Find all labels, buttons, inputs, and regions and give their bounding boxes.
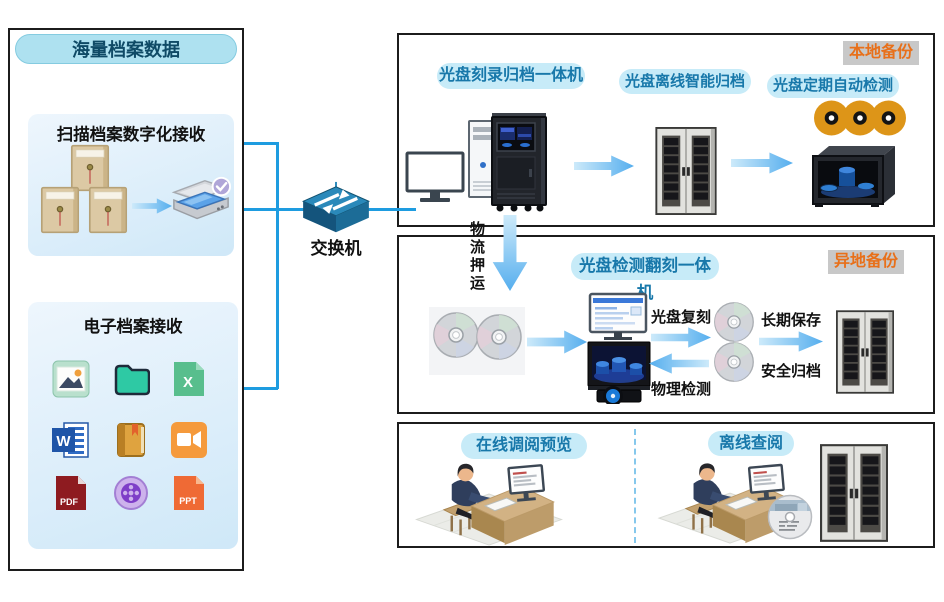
image-file-icon — [52, 360, 90, 398]
longterm-label-text: 长期保存 — [761, 312, 822, 329]
cd-icon — [713, 341, 755, 383]
switch-label: 交换机 — [296, 234, 376, 259]
archive-folder-icon — [70, 144, 110, 192]
switch-label-text: 交换机 — [310, 239, 362, 258]
ppt-file-icon: PPT — [174, 476, 204, 510]
archive-folder-icon — [88, 186, 128, 234]
flow-arrow-icon — [651, 327, 711, 348]
local-backup-badge: 本地备份 — [843, 41, 919, 65]
flow-arrow-icon — [574, 155, 634, 177]
archive-folder-icon — [40, 186, 80, 234]
smart-archive-title-text: 光盘离线智能归档 — [624, 73, 745, 90]
online-access-title: 在线调阅预览 — [461, 433, 587, 459]
panel-header: 海量档案数据 — [15, 34, 237, 64]
detect-rewrite-machine-icon — [587, 292, 651, 404]
disc-cabinet-icon — [820, 442, 888, 544]
online-access-title-text: 在线调阅预览 — [475, 437, 572, 454]
secure-archive-label-text: 安全归档 — [761, 363, 822, 380]
mass-archive-panel: 海量档案数据 扫描档案数字化接收 电子档案接收 — [8, 28, 244, 571]
smart-archive-title: 光盘离线智能归档 — [619, 69, 751, 94]
cd-icon — [475, 313, 523, 361]
electronic-section: 电子档案接收 X W — [28, 302, 238, 549]
disc-detector-machine-icon — [812, 146, 895, 207]
printed-cd-icon — [767, 494, 813, 540]
network-switch-icon — [301, 181, 371, 233]
local-backup-badge-text: 本地备份 — [848, 44, 913, 61]
flow-arrow-icon — [527, 330, 587, 354]
panel-divider — [634, 429, 636, 543]
auto-detect-title-text: 光盘定期自动检测 — [772, 77, 893, 94]
desktop-computer-icon — [405, 120, 498, 202]
physical-check-label: 物理检测 — [649, 378, 713, 399]
video-file-icon — [171, 422, 207, 458]
notebook-icon — [117, 423, 145, 457]
word-file-icon: W — [52, 422, 89, 458]
panel-header-label: 海量档案数据 — [72, 40, 180, 60]
disc-burner-machine-icon — [491, 113, 547, 212]
connector-stub-top — [244, 142, 278, 145]
return-arrow-icon — [649, 353, 709, 374]
scan-flow-arrow-icon — [132, 198, 172, 214]
physical-check-label-text: 物理检测 — [650, 381, 711, 398]
burner-title: 光盘刻录归档一体机 — [437, 63, 585, 89]
flow-arrow-icon — [759, 331, 823, 352]
burner-title-text: 光盘刻录归档一体机 — [438, 67, 583, 84]
transport-label: 物流押运 — [468, 221, 485, 293]
secure-archive-label: 安全归档 — [761, 360, 821, 381]
offline-access-title: 离线查阅 — [708, 431, 794, 456]
offline-access-title-text: 离线查阅 — [718, 435, 783, 452]
cd-icon — [713, 301, 755, 343]
auto-detect-title: 光盘定期自动检测 — [767, 74, 899, 98]
connector-vertical — [276, 142, 279, 389]
electronic-section-title: 电子档案接收 — [83, 318, 183, 336]
longterm-label: 长期保存 — [761, 309, 821, 330]
local-backup-panel: 本地备份 光盘刻录归档一体机 光盘离线智能归档 光盘定期自动检测 — [397, 33, 935, 227]
pdf-file-icon: PDF — [56, 476, 86, 510]
connector-stub-bottom — [244, 387, 278, 390]
offsite-backup-badge-text: 异地备份 — [833, 253, 898, 270]
disc-reels-icon — [814, 100, 906, 136]
detect-rewrite-title: 光盘检测翻刻一体机 — [571, 253, 719, 302]
offsite-backup-badge: 异地备份 — [828, 250, 904, 274]
word-label: W — [56, 433, 71, 450]
ppt-label: PPT — [179, 496, 197, 506]
folder-icon — [114, 364, 150, 396]
cd-icon — [432, 311, 480, 359]
scan-section: 扫描档案数字化接收 — [28, 114, 234, 256]
pdf-label: PDF — [60, 497, 79, 507]
media-player-icon — [114, 476, 148, 510]
online-user-workstation-icon — [413, 449, 565, 547]
excel-file-icon: X — [174, 362, 204, 396]
access-panel: 在线调阅预览 离线查阅 — [397, 422, 935, 548]
offsite-backup-panel: 异地备份 光盘检测翻刻一体机 — [397, 235, 935, 414]
scan-section-title: 扫描档案数字化接收 — [56, 126, 206, 144]
disc-cabinet-icon — [654, 127, 718, 215]
disc-cabinet-icon — [836, 300, 894, 404]
duplicate-label-text: 光盘复刻 — [650, 309, 711, 326]
excel-label: X — [183, 374, 193, 391]
scanner-icon — [171, 176, 232, 220]
flow-arrow-icon — [731, 152, 793, 174]
duplicate-label: 光盘复刻 — [649, 306, 713, 327]
